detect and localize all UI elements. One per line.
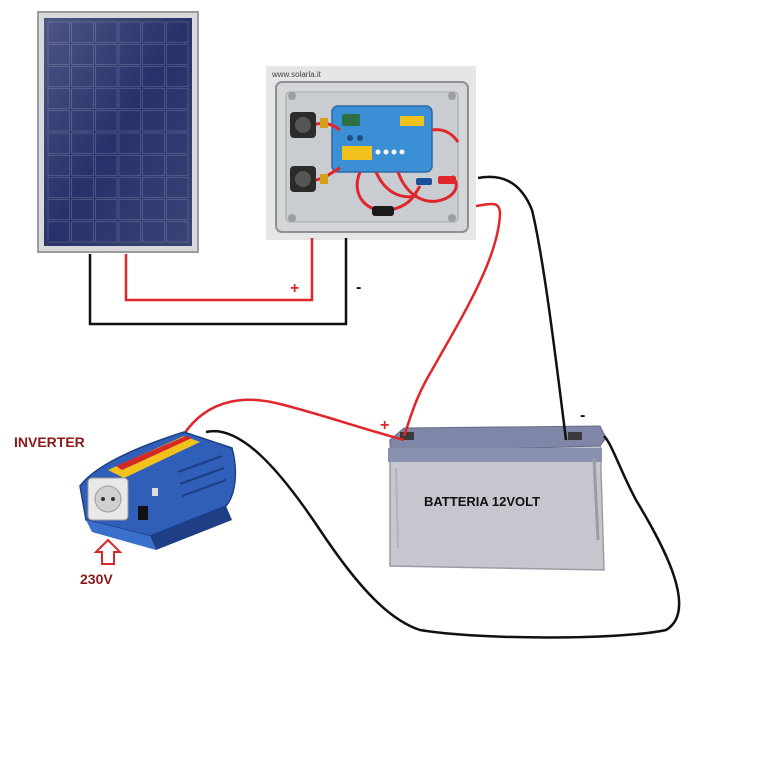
inverter-label: INVERTER (14, 434, 85, 450)
controller-caption: www.solarla.it (271, 70, 322, 79)
arrow-up-icon (93, 538, 123, 565)
panel-plus-label: + (290, 280, 299, 297)
panel-negative-wire (88, 238, 348, 326)
controller-battery-negative-wire (477, 175, 568, 441)
charge-controller: www.solarla.it (266, 66, 476, 240)
controller-battery-positive-wire (402, 202, 502, 437)
battery: BATTERIA 12VOLT + - (380, 407, 607, 571)
inverter-wires (182, 398, 681, 639)
solar-panel (37, 11, 199, 253)
panel-wires: + - (88, 238, 361, 326)
battery-label: BATTERIA 12VOLT (424, 494, 540, 509)
output-voltage-label: 230V (80, 571, 113, 587)
inverter: INVERTER 230V (14, 431, 237, 587)
panel-positive-wire (124, 238, 314, 302)
battery-plus-label: + (380, 417, 389, 434)
inverter-negative-wire (205, 429, 681, 639)
battery-wires (402, 175, 568, 441)
battery-negative-terminal (568, 432, 582, 440)
battery-minus-label: - (580, 407, 585, 424)
battery-positive-terminal (400, 432, 414, 440)
inverter-positive-wire (182, 398, 405, 442)
panel-minus-label: - (356, 279, 361, 296)
